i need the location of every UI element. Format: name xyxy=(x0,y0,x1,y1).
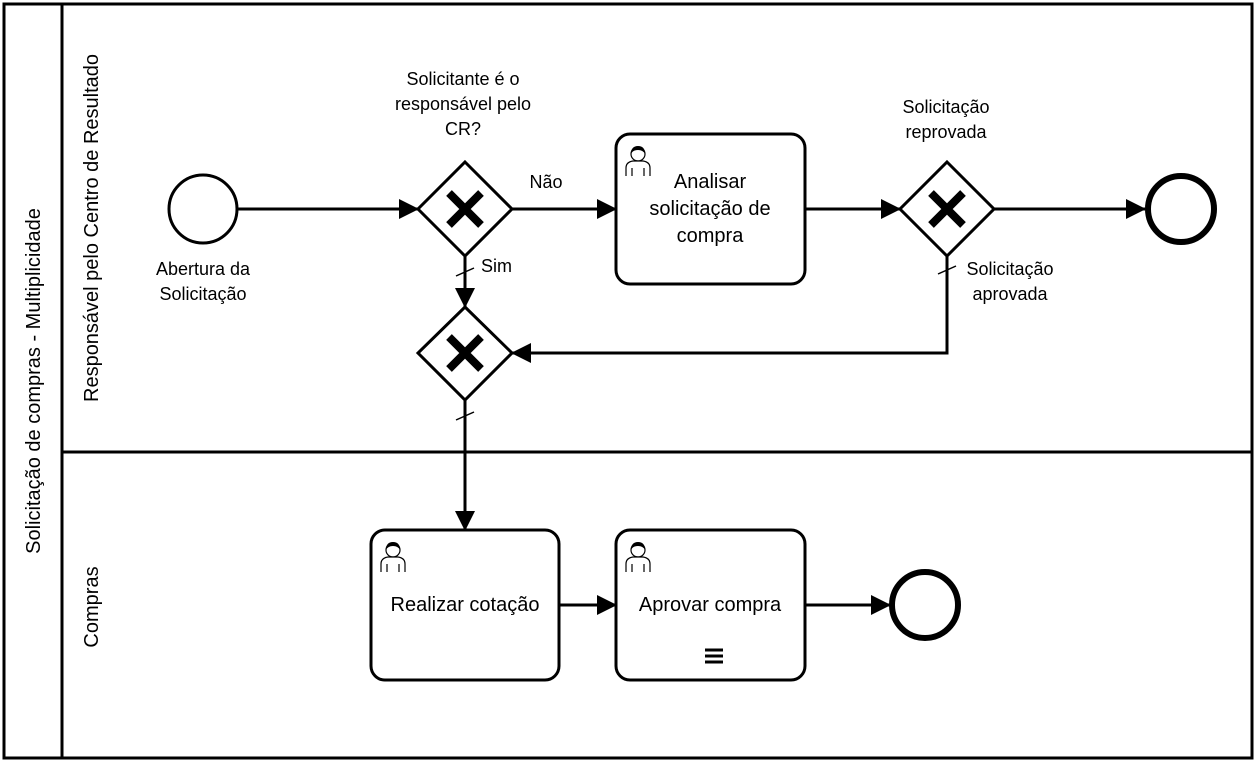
pool-label: Solicitação de compras - Multiplicidade xyxy=(23,208,45,554)
end-event-compras[interactable] xyxy=(889,569,961,641)
exclusive-x-icon xyxy=(446,190,484,228)
gateway-merge[interactable] xyxy=(415,304,515,403)
flow-label-nao: Não xyxy=(529,172,562,192)
gateway3-label-line1: Solicitação xyxy=(902,97,989,117)
default-marker-merge xyxy=(455,411,475,421)
default-marker-sim xyxy=(455,267,475,277)
gateway-solicitante-cr[interactable] xyxy=(415,159,515,259)
flow-label-sim: Sim xyxy=(481,256,512,276)
task-aprovar-compra[interactable] xyxy=(614,528,807,682)
multi-instance-sequential-icon xyxy=(705,648,723,664)
task-analisar-label-line2: solicitação de xyxy=(649,198,770,220)
start-event-label-line1: Abertura da xyxy=(156,259,251,279)
task-cotacao-label: Realizar cotação xyxy=(391,594,540,616)
exclusive-x-icon xyxy=(446,334,484,372)
lane-label-responsavel: Responsável pelo Centro de Resultado xyxy=(81,54,103,402)
start-event[interactable] xyxy=(167,173,239,245)
flow-aprovada[interactable] xyxy=(511,256,949,363)
gateway1-label-line2: responsável pelo xyxy=(395,94,531,114)
flow-label-aprovada-line2: aprovada xyxy=(972,284,1048,304)
end-event-reprovada[interactable] xyxy=(1145,173,1217,245)
default-marker-aprovada xyxy=(937,265,957,275)
task-aprovar-label: Aprovar compra xyxy=(639,594,782,616)
task-analisar-label-line1: Analisar xyxy=(674,171,747,193)
task-realizar-cotacao[interactable] xyxy=(369,528,561,682)
start-event-label-line2: Solicitação xyxy=(159,284,246,304)
gateway-reprovada[interactable] xyxy=(897,159,997,259)
task-analisar[interactable] xyxy=(614,132,807,286)
exclusive-x-icon xyxy=(928,190,966,228)
lane-label-compras: Compras xyxy=(81,566,103,647)
gateway1-label-line1: Solicitante é o xyxy=(406,69,519,89)
gateway3-label-line2: reprovada xyxy=(905,122,987,142)
gateway1-label-line3: CR? xyxy=(445,119,481,139)
flow-label-aprovada-line1: Solicitação xyxy=(966,259,1053,279)
task-analisar-label-line3: compra xyxy=(677,225,745,247)
